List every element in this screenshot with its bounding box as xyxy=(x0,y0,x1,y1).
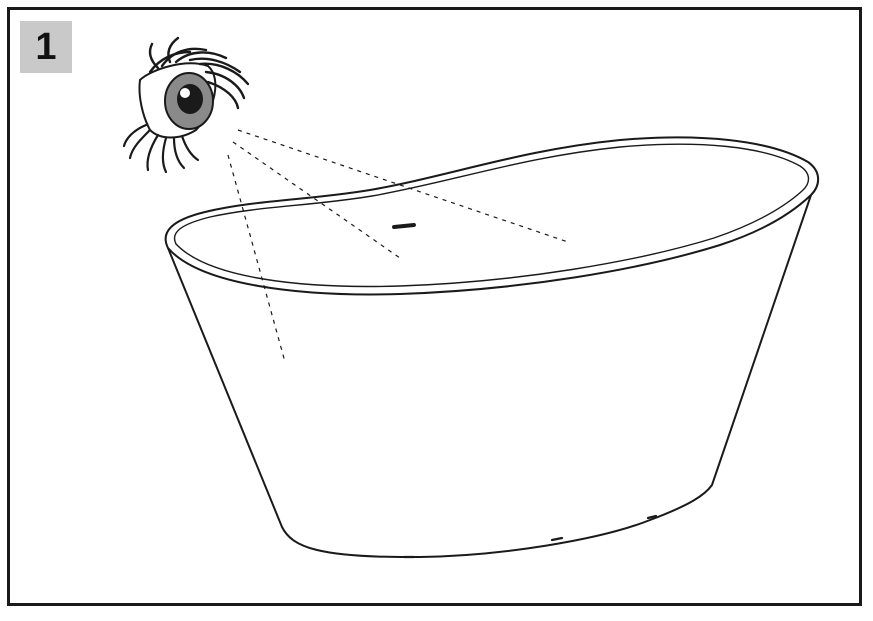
bathtub xyxy=(164,136,820,559)
bathtub-rim-outer xyxy=(164,136,820,296)
eye-icon xyxy=(122,36,250,174)
step-badge: 1 xyxy=(20,21,72,73)
step-number: 1 xyxy=(35,26,57,68)
bathtub-feet xyxy=(402,514,658,559)
sight-lines xyxy=(227,129,569,363)
bathtub-rim-inner xyxy=(173,143,810,288)
overflow-slot xyxy=(392,222,416,230)
